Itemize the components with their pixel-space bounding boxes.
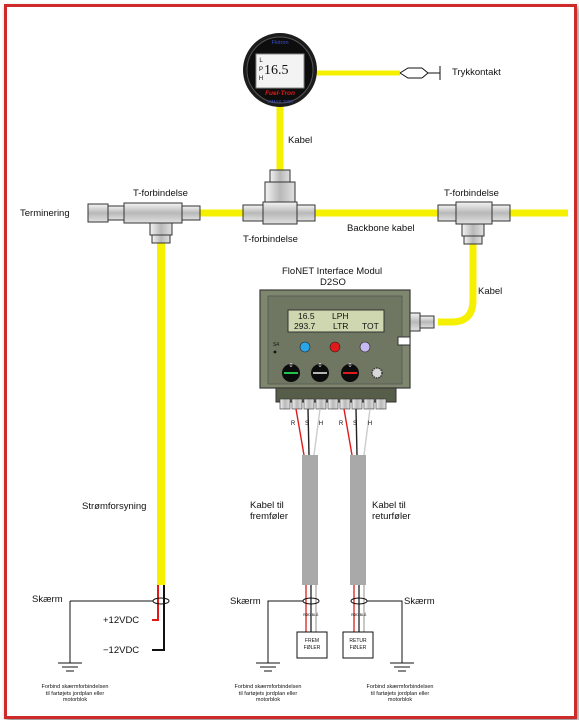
label-plus-12vdc: +12VDC	[103, 615, 140, 626]
ground-note-line: motorblok	[387, 697, 413, 703]
terminal-letter: H	[367, 421, 373, 427]
label-minus-12vdc: −12VDC	[103, 645, 140, 656]
display-row1-unit: LPH	[332, 311, 349, 321]
terminal-letter: R	[290, 421, 296, 427]
terminal-letter: S	[352, 421, 357, 427]
gauge-value: 16.5	[264, 63, 289, 78]
knob-1-mark: 0	[289, 363, 293, 369]
sensor-retur-label-1: RETUR	[349, 638, 367, 644]
t-fitting-left	[87, 202, 201, 244]
terminal-letter: S	[304, 421, 309, 427]
ground-note-line: til fartøjets jordplan eller	[238, 690, 298, 697]
ground-note-line: motorblok	[255, 697, 281, 703]
pressure-switch-symbol	[399, 66, 441, 80]
power-wires	[152, 585, 165, 651]
label-stromforsyning: Strømforsyning	[82, 501, 147, 512]
label-skaerm-right: Skærm	[404, 596, 435, 607]
label-kabel-top: Kabel	[288, 135, 313, 146]
display-row1-value: 16.5	[298, 311, 315, 321]
flonet-module	[259, 289, 435, 389]
label-t-forbindelse-left: T-forbindelse	[133, 188, 188, 199]
label-terminering: Terminering	[20, 208, 70, 219]
wire-label: BLÅ	[311, 613, 319, 617]
fuel-gauge	[243, 33, 317, 107]
ground-note-line: Forbind skærmforbindelsen	[366, 684, 434, 690]
knob-2-mark: 0	[318, 363, 322, 369]
label-kabel-til-retur-1: Kabel til	[372, 500, 406, 511]
wire-label: RØD	[303, 613, 311, 617]
ground-note-line: Forbind skærmforbindelsen	[41, 684, 109, 690]
terminal-letter: R	[338, 421, 344, 427]
gauge-model: VIMAX 2000	[267, 99, 293, 104]
sensor-frem-label-2: FØLER	[303, 645, 321, 651]
ground-note-line: motorblok	[62, 697, 88, 703]
t-fitting-middle	[242, 169, 316, 225]
wire-label: BLÅ	[359, 613, 367, 617]
knob-3-mark: 0	[348, 363, 352, 369]
gauge-brand: Flotron	[271, 40, 289, 46]
module-model: D2SO	[320, 277, 346, 288]
label-s4: S4	[272, 342, 280, 348]
module-title: FloNET Interface Modul	[282, 266, 383, 277]
ground-note-line: til fartøjets jordplan eller	[370, 690, 430, 697]
wire-label: RØD	[351, 613, 359, 617]
label-skaerm-left: Skærm	[32, 594, 63, 605]
label-t-forbindelse-mid: T-forbindelse	[243, 234, 298, 245]
gray-sensor-cables	[302, 455, 366, 585]
display-row2-value: 293.7	[294, 321, 316, 331]
sensor-frem-label-1: FREM	[304, 638, 320, 644]
label-skaerm-mid: Skærm	[230, 596, 261, 607]
ground-note-line: til fartøjets jordplan eller	[45, 690, 105, 697]
label-kabel-til-frem-1: Kabel til	[250, 500, 284, 511]
gauge-letter-h: H	[258, 76, 264, 82]
gauge-product: Fuel-Tron	[265, 90, 295, 97]
ground-note-left: Forbind skærmforbindelsen til fartøjets …	[25, 684, 125, 704]
label-backbone: Backbone kabel	[347, 223, 415, 234]
label-kabel-right: Kabel	[478, 286, 503, 297]
label-t-forbindelse-right: T-forbindelse	[444, 188, 499, 199]
module-terminals	[275, 387, 397, 410]
terminal-letter: H	[318, 421, 324, 427]
sensor-wires	[295, 408, 371, 456]
gauge-letter-l: L	[259, 58, 263, 64]
ground-note-right: Forbind skærmforbindelsen til fartøjets …	[350, 684, 450, 704]
label-kabel-til-retur-2: returføler	[372, 511, 411, 522]
ground-note-line: Forbind skærmforbindelsen	[234, 684, 302, 690]
sensor-retur-label-2: FØLER	[349, 645, 367, 651]
label-kabel-til-frem-2: fremføler	[250, 511, 288, 522]
t-fitting-right	[437, 201, 511, 245]
display-row2-mode: TOT	[362, 321, 379, 331]
label-trykkontakt: Trykkontakt	[452, 67, 501, 78]
display-row2-unit: LTR	[333, 321, 349, 331]
sensor-boxes	[296, 631, 374, 659]
ground-note-mid: Forbind skærmforbindelsen til fartøjets …	[218, 684, 318, 704]
gauge-letter-p: P	[258, 67, 263, 73]
shield-ground-symbols	[58, 597, 414, 672]
